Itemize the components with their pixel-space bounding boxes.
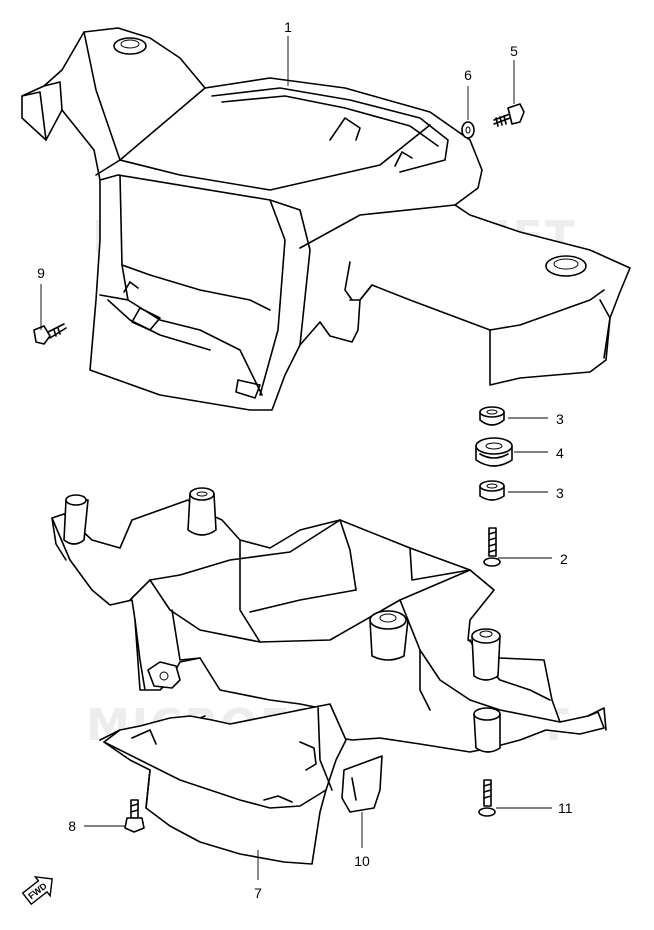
callout-7: 7 xyxy=(254,885,262,901)
callouts: 1 2 3 3 4 5 6 7 8 9 10 11 xyxy=(37,19,573,901)
washer-part xyxy=(461,121,475,139)
callout-1: 1 xyxy=(284,19,292,35)
callout-10: 10 xyxy=(354,853,370,869)
callout-3-lower: 3 xyxy=(556,485,564,501)
callout-8: 8 xyxy=(68,818,76,834)
bolt-part-2 xyxy=(483,527,501,567)
callout-5: 5 xyxy=(510,43,518,59)
upper-cover-part xyxy=(21,27,631,411)
callout-4: 4 xyxy=(556,445,564,461)
screw-part-8 xyxy=(124,799,145,833)
grommet-stack xyxy=(475,406,513,501)
callout-11: 11 xyxy=(558,800,573,816)
callout-9: 9 xyxy=(37,265,45,281)
fwd-arrow-icon: FWD xyxy=(21,875,53,906)
lower-cover-part xyxy=(51,487,607,865)
screw-part-11 xyxy=(478,779,496,817)
callout-2: 2 xyxy=(560,551,568,567)
callout-6: 6 xyxy=(464,67,472,83)
screw-part-9 xyxy=(33,323,67,345)
leader-lines xyxy=(40,36,552,880)
screw-part-5 xyxy=(493,103,525,127)
callout-3-upper: 3 xyxy=(556,411,564,427)
